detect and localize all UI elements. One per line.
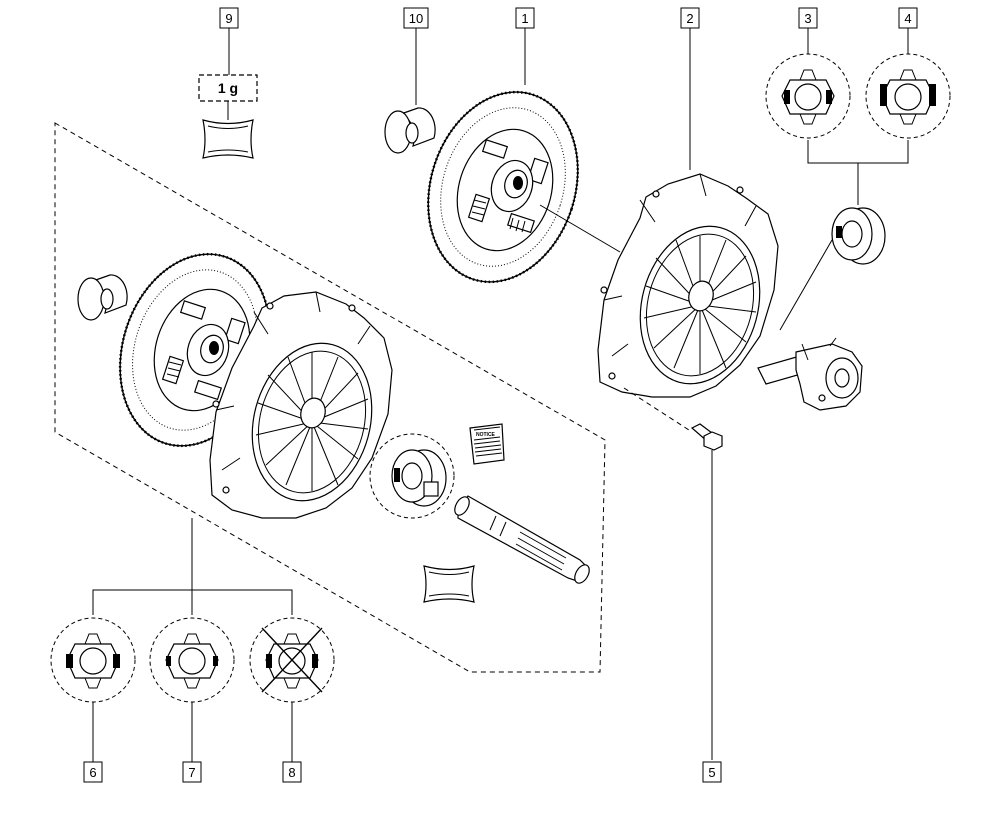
callout-6[interactable]: 6 <box>83 761 103 783</box>
kit-variant-bracket <box>92 518 293 615</box>
grease-sachet-9[interactable]: 1 g <box>198 28 258 159</box>
clutch-kit-outline <box>54 122 606 673</box>
callout-3[interactable]: 3 <box>798 7 818 29</box>
callout-7[interactable]: 7 <box>182 761 202 783</box>
kit-instruction-leaflet[interactable]: NOTICE <box>469 423 505 465</box>
callout-3-label: 3 <box>804 11 811 26</box>
callout-9-label: 9 <box>225 11 232 26</box>
callout-1[interactable]: 1 <box>515 7 535 29</box>
callout-10-label: 10 <box>409 11 423 26</box>
release-bearing-option-6[interactable] <box>50 617 136 762</box>
callout-6-label: 6 <box>89 765 96 780</box>
release-bearing-option-4[interactable] <box>865 28 951 139</box>
callout-5-label: 5 <box>708 765 715 780</box>
callout-4-label: 4 <box>904 11 911 26</box>
grease-quantity-label: 1 g <box>218 80 238 96</box>
kit-alignment-tool[interactable] <box>452 494 592 585</box>
release-bearing-bracket-3-4 <box>807 140 909 205</box>
kit-grease-sachet[interactable] <box>423 565 475 603</box>
kit-release-bearing[interactable] <box>369 433 455 519</box>
release-bearing-option-7[interactable] <box>149 617 235 762</box>
callout-10[interactable]: 10 <box>403 7 429 29</box>
kit-pilot-bearing[interactable] <box>77 274 128 321</box>
release-bearing-assembly[interactable] <box>779 207 886 331</box>
pilot-bearing-10[interactable] <box>384 28 436 154</box>
release-fork-slave-cylinder[interactable] <box>757 337 863 411</box>
mounting-bolt-5[interactable] <box>623 387 723 760</box>
notice-label: NOTICE <box>476 432 496 438</box>
callout-7-label: 7 <box>188 765 195 780</box>
pressure-plate-2[interactable] <box>597 28 779 398</box>
release-bearing-option-8-discontinued[interactable] <box>249 617 335 762</box>
clutch-disc-1[interactable] <box>405 28 621 302</box>
callout-9[interactable]: 9 <box>219 7 239 29</box>
callout-2-label: 2 <box>686 11 693 26</box>
callout-1-label: 1 <box>521 11 528 26</box>
kit-pressure-plate[interactable] <box>209 291 393 519</box>
callout-5[interactable]: 5 <box>702 761 722 783</box>
callout-4[interactable]: 4 <box>898 7 918 29</box>
callout-8-label: 8 <box>288 765 295 780</box>
release-bearing-option-3[interactable] <box>765 28 851 139</box>
callout-8[interactable]: 8 <box>282 761 302 783</box>
callout-2[interactable]: 2 <box>680 7 700 29</box>
